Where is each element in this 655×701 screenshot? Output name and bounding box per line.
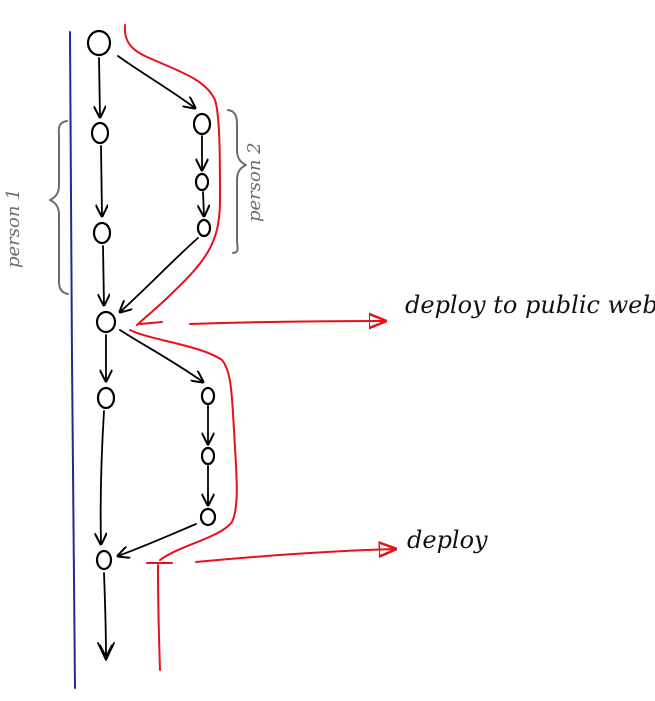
commit-node[interactable] [90, 121, 110, 145]
commit-edge [101, 410, 104, 544]
merge-edge [118, 523, 197, 556]
commit-edge [203, 191, 204, 216]
commit-edge [104, 572, 106, 656]
commit-node[interactable] [200, 446, 216, 466]
deploy-tick-upper [139, 321, 163, 325]
deploy-public-arrow[interactable] [189, 321, 385, 324]
deploy-path-lower [157, 564, 161, 671]
deploy-path-middle [129, 329, 238, 561]
end-arrow [97, 642, 115, 661]
person2-label: person 2 [244, 142, 265, 222]
person1-brace [49, 120, 69, 295]
merge-edge [120, 237, 199, 312]
commit-edge [101, 145, 102, 216]
commit-node[interactable] [86, 29, 112, 57]
commit-node[interactable] [96, 386, 116, 410]
commit-node[interactable] [192, 112, 212, 136]
commit-edge [99, 57, 100, 117]
main-branch-line [69, 31, 76, 689]
branch-edge [119, 329, 203, 382]
person1-label: person 1 [3, 188, 24, 268]
commit-node[interactable] [200, 386, 216, 406]
commit-node[interactable] [194, 172, 210, 192]
deploy-arrow[interactable] [195, 549, 395, 563]
commit-node[interactable] [95, 549, 113, 571]
deploy-label: deploy [407, 526, 488, 554]
branch-edge [117, 55, 195, 108]
commit-node[interactable] [199, 507, 217, 527]
commit-node[interactable] [196, 218, 212, 238]
commit-edge [103, 245, 104, 305]
commit-node[interactable] [95, 310, 117, 334]
commit-node[interactable] [92, 221, 112, 245]
deploy-public-label: deploy to public web [405, 291, 655, 319]
deploy-path-upper [123, 24, 221, 326]
person2-brace [227, 109, 247, 254]
